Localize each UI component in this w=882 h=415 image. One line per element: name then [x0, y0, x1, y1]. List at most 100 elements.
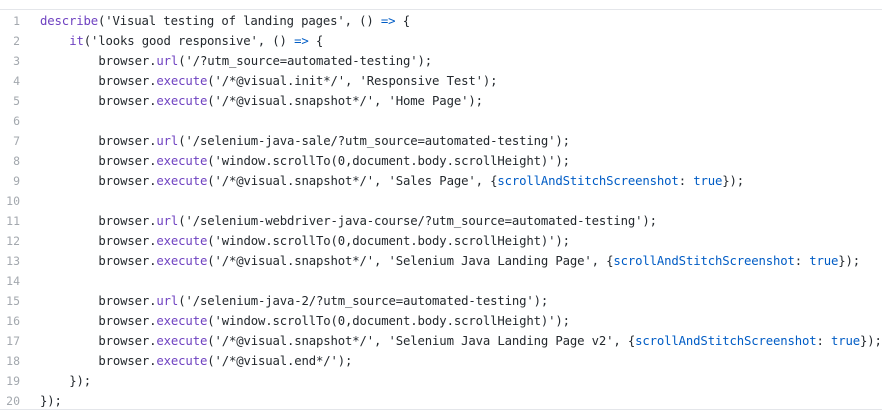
code-token-plain: ('window.scrollTo(0,document.body.scroll…: [207, 234, 570, 248]
line-number: 10: [6, 194, 20, 208]
code-line: 12 browser.execute('window.scrollTo(0,doc…: [0, 231, 882, 251]
code-token-plain: ('/*@visual.snapshot*/', 'Selenium Java …: [207, 254, 614, 268]
line-code: browser.url('/?utm_source=automated-test…: [40, 51, 432, 71]
line-number: 16: [6, 314, 20, 328]
line-number: 13: [6, 254, 20, 268]
code-token-plain: });: [860, 334, 882, 348]
code-token-kw: =>: [294, 34, 309, 48]
bottom-border: [0, 409, 882, 410]
code-token-func: execute: [156, 334, 208, 348]
code-token-prop: scrollAndStitchScreenshot: [613, 254, 795, 268]
line-code: browser.execute('/*@visual.snapshot*/', …: [40, 91, 483, 111]
code-token-func: execute: [156, 314, 208, 328]
code-line: 1 describe('Visual testing of landing pag…: [0, 11, 882, 31]
line-code: browser.execute('window.scrollTo(0,docum…: [40, 311, 570, 331]
code-token-plain: browser.: [98, 294, 157, 308]
line-code: it('looks good responsive', () => {: [40, 31, 323, 51]
line-number: 9: [13, 174, 20, 188]
code-line: 3 browser.url('/?utm_source=automated-tes…: [0, 51, 882, 71]
line-code: browser.execute('window.scrollTo(0,docum…: [40, 231, 570, 251]
line-number: 19: [6, 374, 20, 388]
code-line: 15 browser.url('/selenium-java-2/?utm_sou…: [0, 291, 882, 311]
line-number: 5: [13, 94, 20, 108]
code-token-plain: browser.: [98, 354, 157, 368]
code-token-kw: true: [831, 334, 861, 348]
code-line: 9 browser.execute('/*@visual.snapshot*/',…: [0, 171, 882, 191]
line-code: });: [40, 371, 91, 391]
code-token-kw: true: [809, 254, 839, 268]
code-token-plain: :: [794, 254, 810, 268]
code-token-func: execute: [156, 174, 208, 188]
code-token-plain: browser.: [98, 54, 157, 68]
line-code: browser.execute('/*@visual.snapshot*/', …: [40, 251, 860, 271]
line-number: 1: [13, 14, 20, 28]
code-line: 6: [0, 111, 882, 131]
code-token-kw: =>: [380, 14, 396, 28]
code-token-plain: browser.: [98, 314, 157, 328]
code-token-plain: });: [722, 174, 744, 188]
line-number: 15: [6, 294, 20, 308]
code-token-plain: :: [678, 174, 694, 188]
code-token-plain: browser.: [98, 214, 157, 228]
line-number: 17: [6, 334, 20, 348]
line-code: browser.url('/selenium-java-2/?utm_sourc…: [40, 291, 548, 311]
code-line: 14: [0, 271, 882, 291]
line-number: 11: [6, 214, 20, 228]
line-number: 3: [13, 54, 20, 68]
line-number: 20: [6, 394, 20, 408]
line-code: browser.url('/selenium-java-sale/?utm_so…: [40, 131, 570, 151]
code-token-func: describe: [40, 14, 99, 28]
top-border: [0, 0, 882, 10]
code-line: 7 browser.url('/selenium-java-sale/?utm_s…: [0, 131, 882, 151]
code-token-plain: ('/selenium-webdriver-java-course/?utm_s…: [178, 214, 657, 228]
line-code: browser.execute('/*@visual.end*/');: [40, 351, 352, 371]
code-token-plain: ('Visual testing of landing pages', (): [98, 14, 381, 28]
code-token-func: execute: [156, 254, 208, 268]
code-line: 10: [0, 191, 882, 211]
code-token-plain: {: [395, 14, 410, 28]
code-token-prop: scrollAndStitchScreenshot: [635, 334, 817, 348]
line-code: browser.execute('window.scrollTo(0,docum…: [40, 151, 570, 171]
code-token-func: execute: [156, 94, 208, 108]
code-token-plain: ('/*@visual.end*/');: [207, 354, 353, 368]
code-token-plain: browser.: [98, 134, 157, 148]
code-token-plain: });: [838, 254, 861, 268]
code-token-plain: browser.: [98, 74, 157, 88]
line-code: browser.url('/selenium-webdriver-java-co…: [40, 211, 657, 231]
code-token-func: url: [156, 214, 179, 228]
code-token-plain: browser.: [98, 174, 157, 188]
code-token-func: url: [156, 294, 179, 308]
line-number: 6: [13, 114, 20, 128]
code-token-plain: });: [40, 394, 62, 408]
line-number: 7: [13, 134, 20, 148]
code-token-func: execute: [156, 74, 208, 88]
code-token-plain: ('/*@visual.init*/', 'Responsive Test');: [207, 74, 498, 88]
code-token-plain: :: [816, 334, 832, 348]
line-code: browser.execute('/*@visual.init*/', 'Res…: [40, 71, 497, 91]
code-line: 16 browser.execute('window.scrollTo(0,doc…: [0, 311, 882, 331]
line-code: describe('Visual testing of landing page…: [40, 11, 410, 31]
code-line: 11 browser.url('/selenium-webdriver-java-…: [0, 211, 882, 231]
code-token-plain: ('window.scrollTo(0,document.body.scroll…: [207, 314, 570, 328]
code-token-plain: ('/?utm_source=automated-testing');: [178, 54, 433, 68]
code-token-plain: ('/selenium-java-sale/?utm_source=automa…: [178, 134, 570, 148]
code-token-func: url: [156, 54, 179, 68]
code-token-plain: });: [69, 374, 91, 388]
code-token-func: execute: [156, 354, 208, 368]
code-line: 20});: [0, 391, 882, 409]
code-token-plain: {: [308, 34, 324, 48]
line-number: 18: [6, 354, 20, 368]
code-token-func: url: [156, 134, 179, 148]
line-code: browser.execute('/*@visual.snapshot*/', …: [40, 171, 744, 191]
code-viewer[interactable]: 1 describe('Visual testing of landing pag…: [0, 11, 882, 409]
code-token-plain: browser.: [98, 94, 157, 108]
code-token-plain: ('/*@visual.snapshot*/', 'Home Page');: [207, 94, 483, 108]
code-token-func: execute: [156, 154, 208, 168]
code-line: 18 browser.execute('/*@visual.end*/');: [0, 351, 882, 371]
line-number: 12: [6, 234, 20, 248]
code-token-plain: browser.: [98, 154, 157, 168]
code-line: 13 browser.execute('/*@visual.snapshot*/'…: [0, 251, 882, 271]
